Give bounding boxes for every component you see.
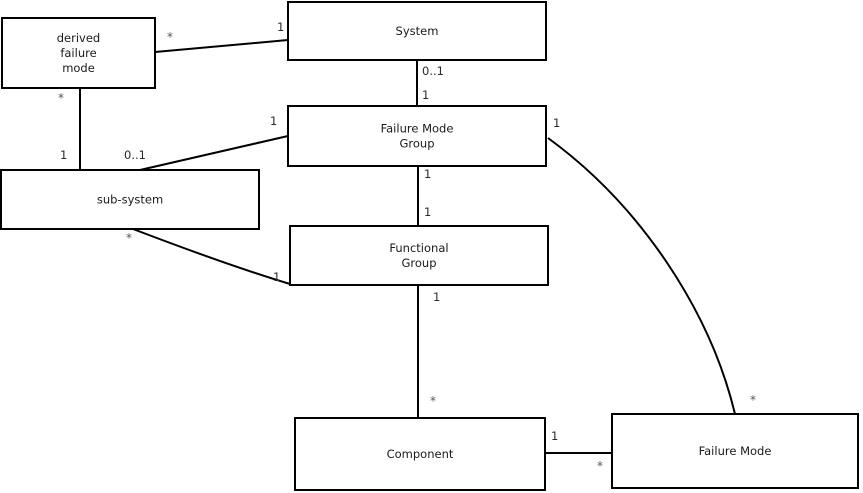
class-box-failure-mode[interactable]: Failure Mode (611, 413, 859, 489)
mult-fg-from-fmg: 1 (424, 205, 431, 219)
association-line (132, 228, 291, 285)
class-box-rect[interactable] (289, 225, 549, 286)
class-name-label: Group (401, 256, 436, 270)
class-name-label: System (396, 24, 439, 38)
class-name-label: Failure Mode (699, 444, 772, 458)
class-box-rect[interactable] (611, 413, 859, 489)
association-line (547, 137, 736, 415)
mult-subsystem-to-fg-star: * (126, 231, 132, 245)
mult-dfm-to-subsystem-star: * (58, 91, 64, 105)
class-box-rect[interactable] (1, 17, 156, 89)
class-name-label: Failure Mode (381, 122, 454, 136)
class-box-rect[interactable] (287, 105, 547, 167)
mult-system-from-dfm: 1 (277, 20, 284, 34)
class-box-component[interactable]: Component (294, 417, 546, 491)
mult-component-from-fg-star: * (430, 394, 436, 408)
mult-fmg-from-system: 1 (422, 88, 429, 102)
class-name-label: Component (387, 447, 454, 461)
association-connectors (79, 39, 736, 454)
class-name-label: sub-system (97, 193, 163, 207)
mult-fmg-from-subsystem: 1 (270, 114, 277, 128)
mult-component-to-fm: 1 (551, 429, 558, 443)
class-name-label: failure (60, 46, 96, 60)
class-name-label: derived (57, 31, 100, 45)
class-box-rect[interactable] (0, 169, 260, 230)
class-name-label: mode (62, 61, 95, 75)
association-line (139, 135, 289, 171)
class-name-label: Functional (389, 241, 448, 255)
mult-fg-from-subsystem: 1 (273, 270, 280, 284)
class-box-rect[interactable] (294, 417, 546, 491)
mult-system-to-fmg: 0..1 (422, 64, 444, 78)
class-name-label: Group (399, 137, 434, 151)
mult-fmg-to-fm: 1 (553, 116, 560, 130)
class-box-system[interactable]: System (287, 1, 547, 61)
mult-subsystem-from-dfm: 1 (60, 148, 67, 162)
mult-fm-from-fmg-star: * (750, 393, 756, 407)
mult-dfm-to-system-star: * (167, 30, 173, 44)
class-box-rect[interactable] (287, 1, 547, 61)
mult-fg-to-component: 1 (433, 290, 440, 304)
mult-subsystem-to-fmg: 0..1 (124, 148, 146, 162)
association-line (154, 39, 289, 53)
multiplicity-labels: * 1 * 1 0..1 1 0..1 1 1 1 * 1 1 * 1 * 1 * (58, 20, 756, 473)
class-box-sub-system[interactable]: sub-system (0, 169, 260, 230)
mult-fmg-to-fg: 1 (424, 167, 431, 181)
mult-fm-from-component-star: * (597, 459, 603, 473)
